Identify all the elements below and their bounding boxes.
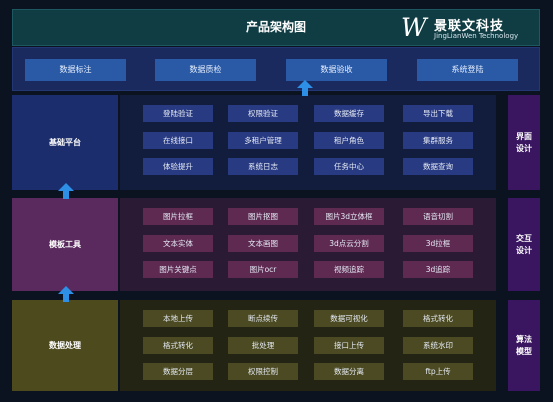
side-label-line: 交互 [516, 233, 532, 243]
application-bar: 数据标注 数据质检 数据验收 系统登陆 [12, 47, 540, 91]
module-cell: 3d追踪 [403, 261, 473, 278]
module-cell: 语音切割 [403, 208, 473, 225]
module-cell: 集群服务 [403, 132, 473, 149]
module-cell: 本地上传 [143, 310, 213, 327]
module-cell: 图片ocr [228, 261, 298, 278]
module-cell: 3d点云分割 [314, 235, 384, 252]
module-cell: 数据查询 [403, 158, 473, 175]
side-label-ui-design: 界面设计 [508, 95, 540, 190]
module-cell: 接口上传 [314, 337, 384, 354]
module-cell: 多租户管理 [228, 132, 298, 149]
up-arrow-icon [58, 183, 74, 199]
page-title: 产品架构图 [245, 20, 306, 34]
logo-company-name: 景联文科技 [434, 19, 505, 34]
module-cell: 文本实体 [143, 235, 213, 252]
module-cell: 图片抠图 [228, 208, 298, 225]
top-item-quality-check: 数据质检 [155, 59, 256, 81]
module-cell: 数据分离 [314, 363, 384, 380]
module-cell: 视频追踪 [314, 261, 384, 278]
module-cell: 图片关键点 [143, 261, 213, 278]
top-item-acceptance: 数据验收 [286, 59, 387, 81]
module-cell: 批处理 [228, 337, 298, 354]
up-arrow-icon [297, 80, 313, 96]
module-cell: 格式转化 [143, 337, 213, 354]
module-cell: 导出下载 [403, 105, 473, 122]
top-item-annotation: 数据标注 [25, 59, 126, 81]
module-cell: 系统日志 [228, 158, 298, 175]
module-cell: 任务中心 [314, 158, 384, 175]
module-cell: 3d拉框 [403, 235, 473, 252]
module-cell: 数据可视化 [314, 310, 384, 327]
side-label-line: 算法 [516, 334, 532, 344]
module-cell: ftp上传 [403, 363, 473, 380]
module-cell: 数据分层 [143, 363, 213, 380]
side-label-line: 界面 [516, 131, 532, 141]
logo-company-english: JingLianWen Technology [434, 32, 519, 40]
side-label-algorithm-model: 算法模型 [508, 300, 540, 391]
module-cell: 数据缓存 [314, 105, 384, 122]
module-cell: 图片拉框 [143, 208, 213, 225]
logo-mark: W [401, 13, 427, 42]
module-cell: 系统水印 [403, 337, 473, 354]
module-cell: 文本画图 [228, 235, 298, 252]
layer-label-template-tools: 模板工具 [12, 198, 118, 291]
up-arrow-icon [58, 286, 74, 302]
top-item-login: 系统登陆 [417, 59, 518, 81]
side-label-line: 模型 [516, 346, 532, 356]
module-cell: 权限控制 [228, 363, 298, 380]
side-label-line: 设计 [516, 245, 532, 255]
side-label-line: 设计 [516, 143, 532, 153]
module-cell: 在线接口 [143, 132, 213, 149]
module-cell: 体验提升 [143, 158, 213, 175]
module-cell: 图片3d立体框 [314, 208, 384, 225]
layer-label-data-processing: 数据处理 [12, 300, 118, 391]
title-bar: 产品架构图 W 景联文科技 JingLianWen Technology [12, 9, 540, 46]
module-cell: 租户角色 [314, 132, 384, 149]
module-cell: 登陆验证 [143, 105, 213, 122]
module-cell: 权限验证 [228, 105, 298, 122]
module-cell: 断点续传 [228, 310, 298, 327]
module-cell: 格式转化 [403, 310, 473, 327]
layer-label-base-platform: 基础平台 [12, 95, 118, 190]
side-label-interaction-design: 交互设计 [508, 198, 540, 291]
